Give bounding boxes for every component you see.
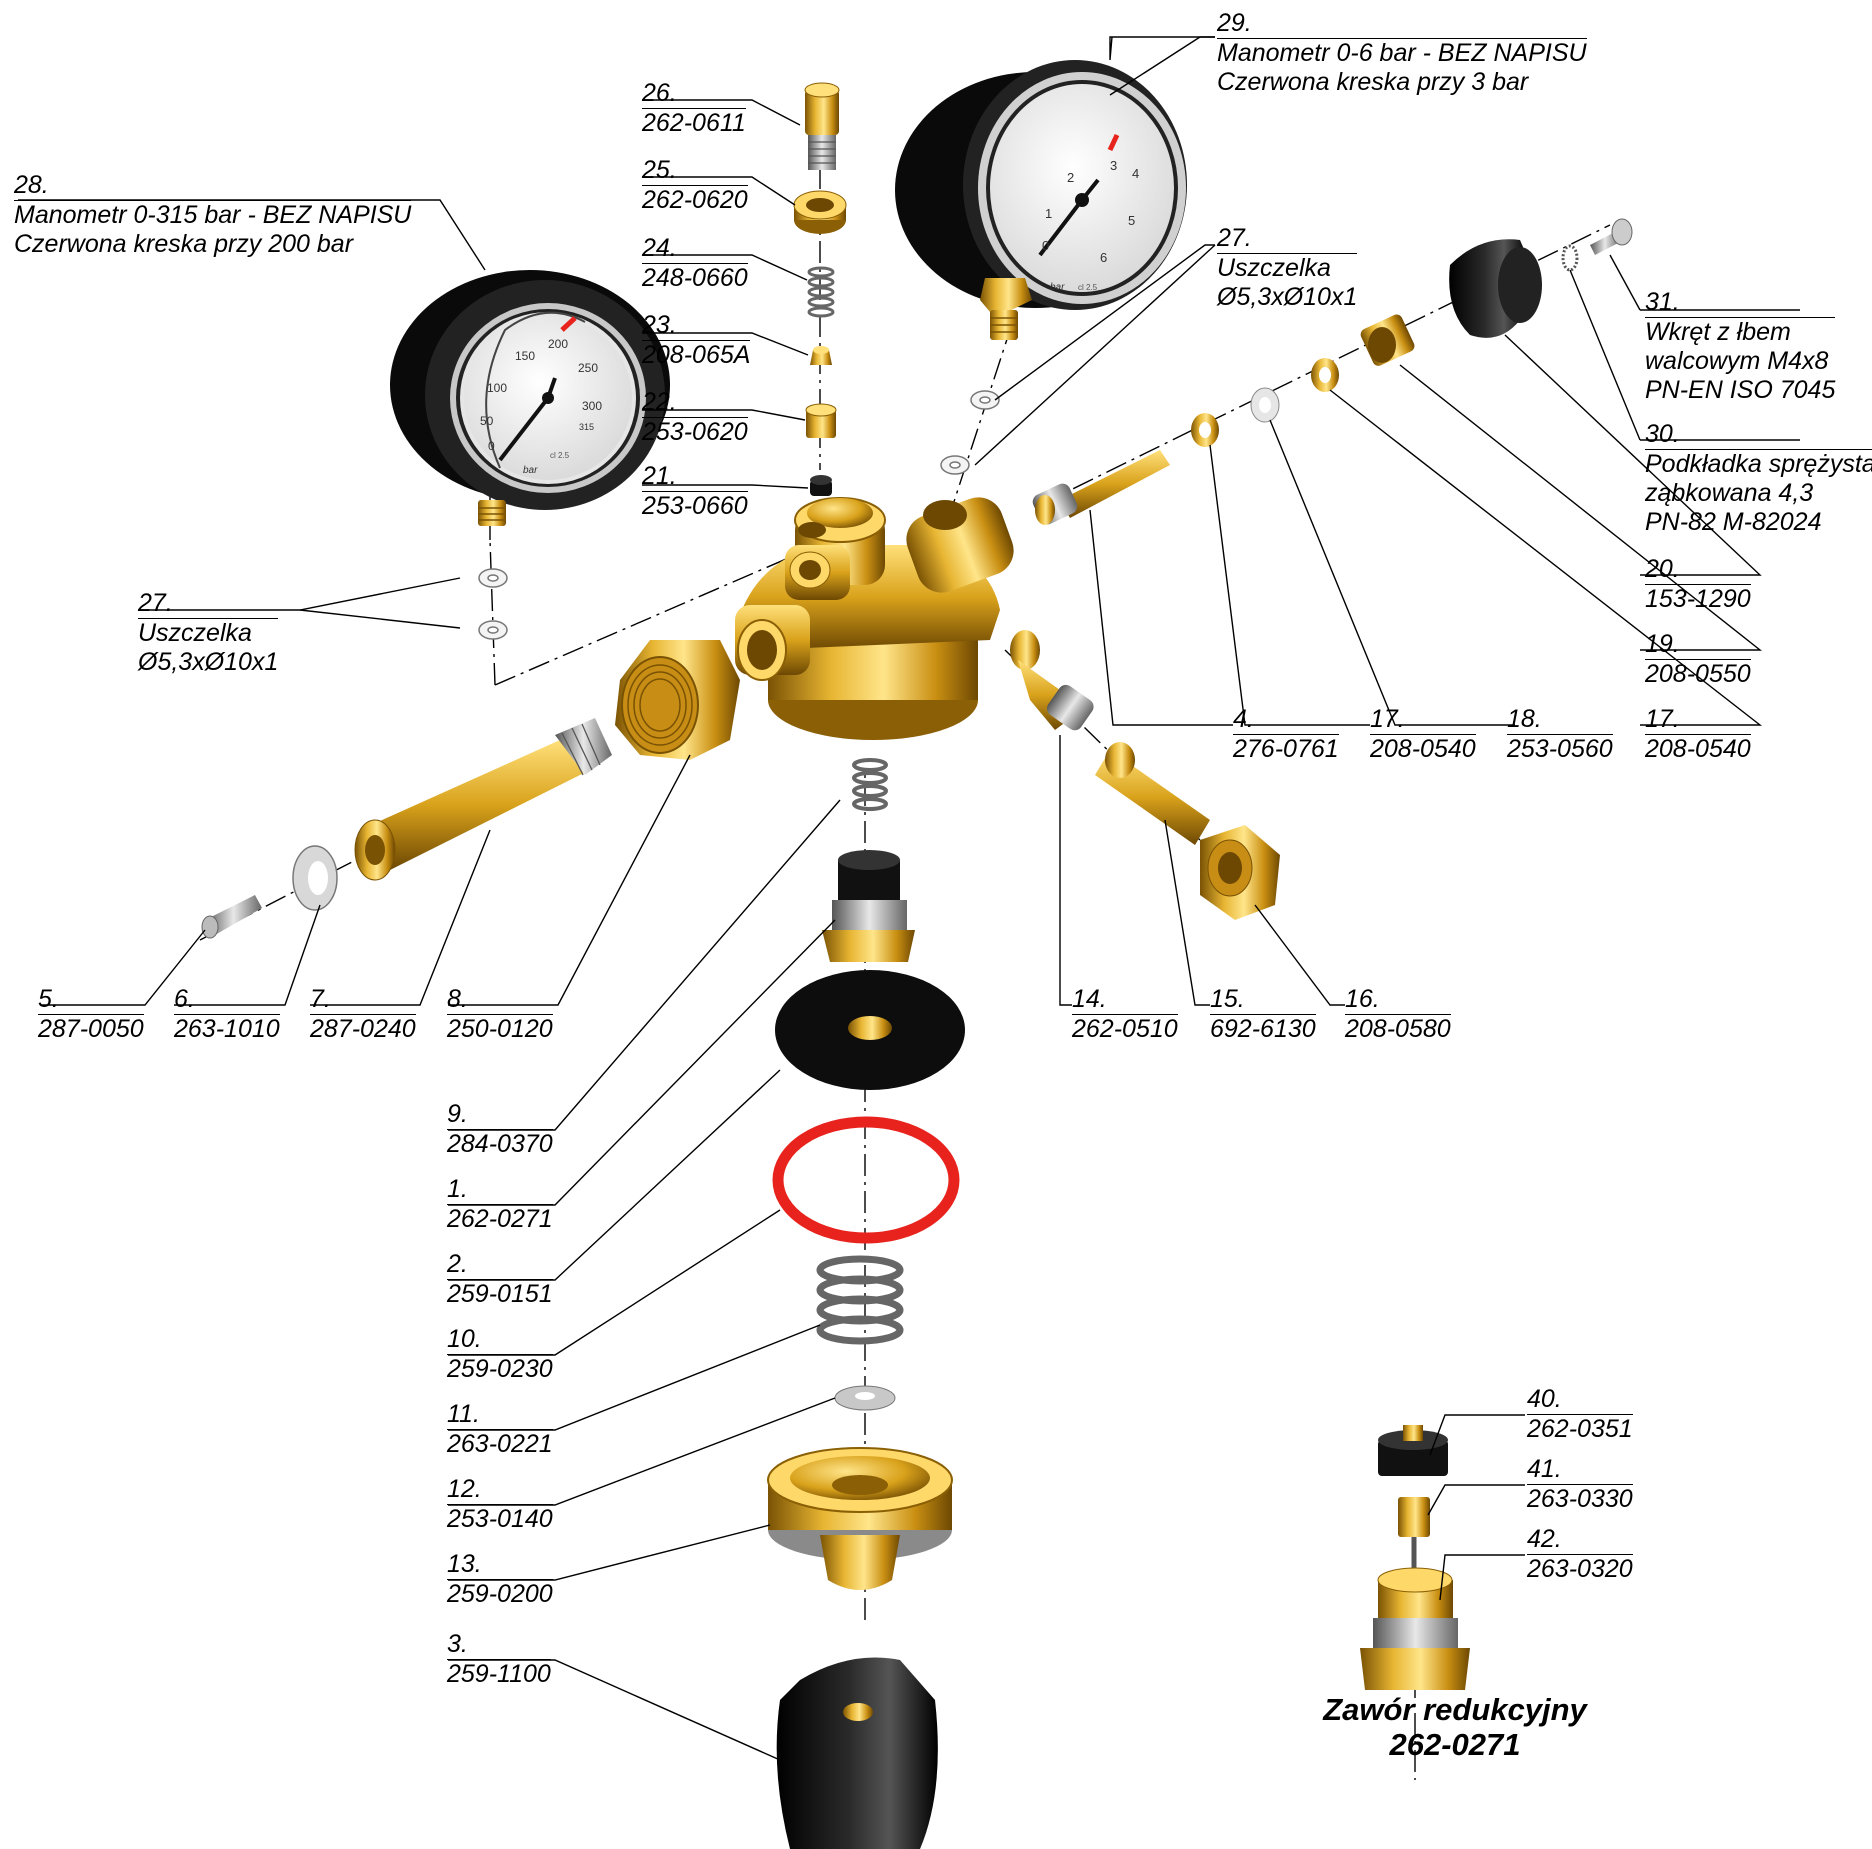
label-part-26: 26.262-0611 xyxy=(642,79,746,137)
label-part-8: 8.250-0120 xyxy=(447,985,553,1043)
inset-caption-title: Zawór redukcyjny xyxy=(1323,1692,1587,1727)
gauge-high-tick-200: 200 xyxy=(548,337,568,351)
gauge-low-tick-0: 0 xyxy=(1042,238,1049,253)
gauge-low-tick-4: 4 xyxy=(1132,166,1139,181)
label-part-40: 40.262-0351 xyxy=(1527,1385,1633,1443)
top-stack xyxy=(793,82,847,496)
gauge-high-tick-100: 100 xyxy=(487,381,507,395)
label-part-9: 9.284-0370 xyxy=(447,1100,553,1158)
gauge-low-tick-2: 2 xyxy=(1067,170,1074,185)
washers-27 xyxy=(478,390,1000,640)
gauge-high-tick-150: 150 xyxy=(515,349,535,363)
label-part-22: 22.253-0620 xyxy=(642,388,748,446)
label-part-25: 25.262-0620 xyxy=(642,156,748,214)
label-part-6: 6.263-1010 xyxy=(174,985,280,1043)
label-part-14: 14.262-0510 xyxy=(1072,985,1178,1043)
label-part-16: 16.208-0580 xyxy=(1345,985,1451,1043)
label-part-7: 7.287-0240 xyxy=(310,985,416,1043)
gauge-high-tick-0: 0 xyxy=(488,439,495,453)
gauge-high-pressure: 0 50 100 150 200 250 300 315 bar cl 2.5 xyxy=(390,270,670,526)
gauge-low-unit: bar xyxy=(1050,282,1065,293)
inset-caption: Zawór redukcyjny 262-0271 xyxy=(1225,1692,1685,1762)
label-part-24: 24.248-0660 xyxy=(642,234,748,292)
gauge-high-tick-250: 250 xyxy=(578,361,598,375)
regulator-body xyxy=(735,497,1014,740)
label-part-2: 2.259-0151 xyxy=(447,1250,553,1308)
label-part-21: 21.253-0660 xyxy=(642,462,748,520)
label-part-18: 18.253-0560 xyxy=(1507,705,1613,763)
gauge-low-tick-3: 3 xyxy=(1110,158,1117,173)
bottom-stack xyxy=(767,758,965,1849)
label-part-20: 20.153-1290 xyxy=(1645,555,1751,613)
inset-caption-code: 262-0271 xyxy=(1389,1727,1521,1762)
label-part-41: 41.263-0330 xyxy=(1527,1455,1633,1513)
label-part-19: 19.208-0550 xyxy=(1645,630,1751,688)
gauge-low-class: cl 2.5 xyxy=(1078,283,1098,292)
label-part-5: 5.287-0050 xyxy=(38,985,144,1043)
label-part-10: 10.259-0230 xyxy=(447,1325,553,1383)
gauge-low-tick-1: 1 xyxy=(1045,206,1052,221)
label-part-12: 12.253-0140 xyxy=(447,1475,553,1533)
gauge-low-pressure: 0 1 2 3 4 5 6 bar cl 2.5 xyxy=(895,60,1187,340)
right-side-parts xyxy=(1010,218,1633,920)
label-part-4: 4.276-0761 xyxy=(1233,705,1339,763)
label-part-1: 1.262-0271 xyxy=(447,1175,553,1233)
gauge-high-tick-50: 50 xyxy=(480,414,494,428)
label-part-23: 23.208-065A xyxy=(642,311,751,369)
label-part-42: 42.263-0320 xyxy=(1527,1525,1633,1583)
label-part-15: 15.692-6130 xyxy=(1210,985,1316,1043)
gauge-high-tick-300: 300 xyxy=(582,399,602,413)
gauge-low-tick-6: 6 xyxy=(1100,250,1107,265)
label-part-11: 11.263-0221 xyxy=(447,1400,553,1458)
label-part-13: 13.259-0200 xyxy=(447,1550,553,1608)
gauge-high-unit: bar xyxy=(523,465,538,476)
gauge-high-class: cl 2.5 xyxy=(550,451,570,460)
label-part-17-a: 17.208-0540 xyxy=(1370,705,1476,763)
leader-lines xyxy=(18,36,1800,1761)
inlet-parts xyxy=(201,640,740,939)
gauge-high-tick-315: 315 xyxy=(579,422,594,432)
inset-reducing-valve xyxy=(1360,1425,1470,1690)
gauge-low-tick-5: 5 xyxy=(1128,213,1135,228)
label-part-17-b: 17.208-0540 xyxy=(1645,705,1751,763)
label-part-3: 3.259-1100 xyxy=(447,1630,551,1688)
